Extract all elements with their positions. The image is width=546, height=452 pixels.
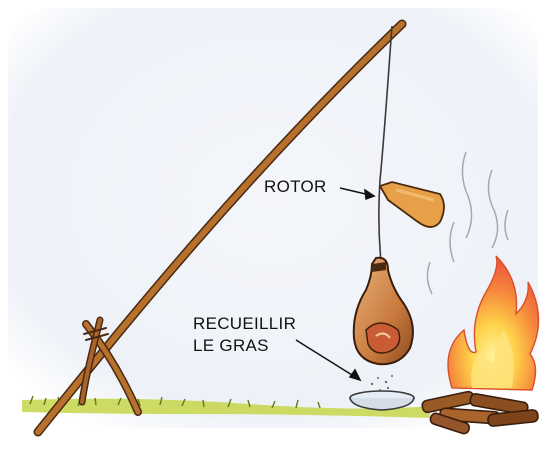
collect-fat-label: RECUEILLIR LE GRAS: [193, 313, 296, 357]
rotor-label: ROTOR: [264, 176, 327, 198]
collect-fat-line1: RECUEILLIR: [193, 313, 296, 335]
collect-fat-line2: LE GRAS: [193, 335, 296, 357]
